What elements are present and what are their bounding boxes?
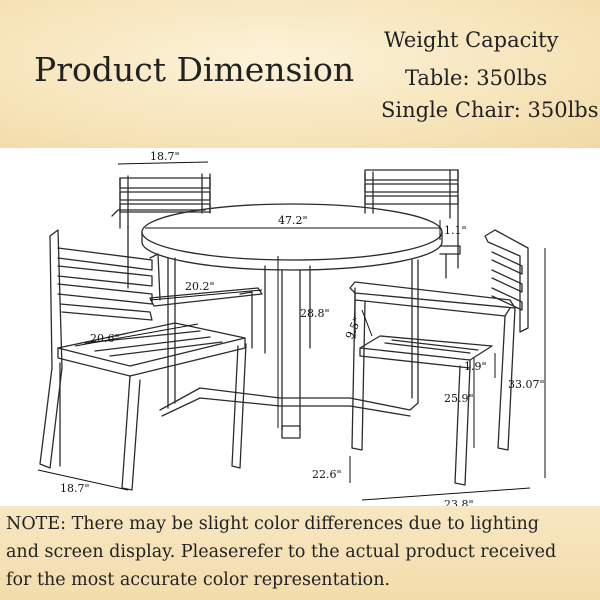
page-title: Product Dimension	[34, 50, 355, 89]
weight-capacity-title: Weight Capacity	[384, 28, 559, 52]
furniture-line-drawing: 18.7" 47.2" 1.1" 20.2" 28.8" 20.6" 9.5" …	[37, 150, 546, 506]
table-capacity: Table: 350lbs	[405, 66, 548, 90]
dimension-labels: 18.7" 47.2" 1.1" 20.2" 28.8" 20.6" 9.5" …	[60, 150, 545, 506]
round-table	[141, 203, 443, 439]
armrest-width-label: 20.2"	[185, 280, 215, 293]
table-height-label: 28.8"	[300, 307, 330, 320]
note-line-1: NOTE: There may be slight color differen…	[6, 514, 539, 534]
dimension-drawing: 18.7" 47.2" 1.1" 20.2" 28.8" 20.6" 9.5" …	[0, 148, 600, 506]
front-chair-width-label: 18.7"	[60, 482, 90, 495]
front-left-chair	[39, 229, 263, 491]
note-line-3: for the most accurate color representati…	[6, 570, 391, 590]
seat-depth-label: 20.6"	[90, 332, 120, 345]
chair-height-label: 33.07"	[508, 378, 545, 391]
back-chair-width-label: 18.7"	[150, 150, 180, 163]
note-line-2: and screen display. Pleaserefer to the a…	[6, 542, 557, 562]
table-diameter-label: 47.2"	[278, 214, 308, 227]
chair-side-depth-label: 22.6"	[312, 468, 342, 481]
seat-height-label: 25.9"	[444, 392, 474, 405]
armrest-height-label: 9.5"	[343, 315, 364, 341]
slat-thickness-label: 1.9"	[464, 360, 487, 373]
tabletop-thickness-label: 1.1"	[444, 224, 467, 237]
dimension-lines	[37, 161, 546, 501]
back-left-chair	[111, 173, 211, 289]
color-disclaimer-note: NOTE: There may be slight color differen…	[0, 506, 600, 600]
chair-depth-label: 23.8"	[444, 498, 474, 506]
header-banner: Product Dimension Weight Capacity Table:…	[0, 0, 600, 148]
back-right-chair	[364, 169, 461, 279]
front-right-chair	[349, 229, 529, 486]
chair-capacity: Single Chair: 350lbs	[381, 98, 599, 122]
